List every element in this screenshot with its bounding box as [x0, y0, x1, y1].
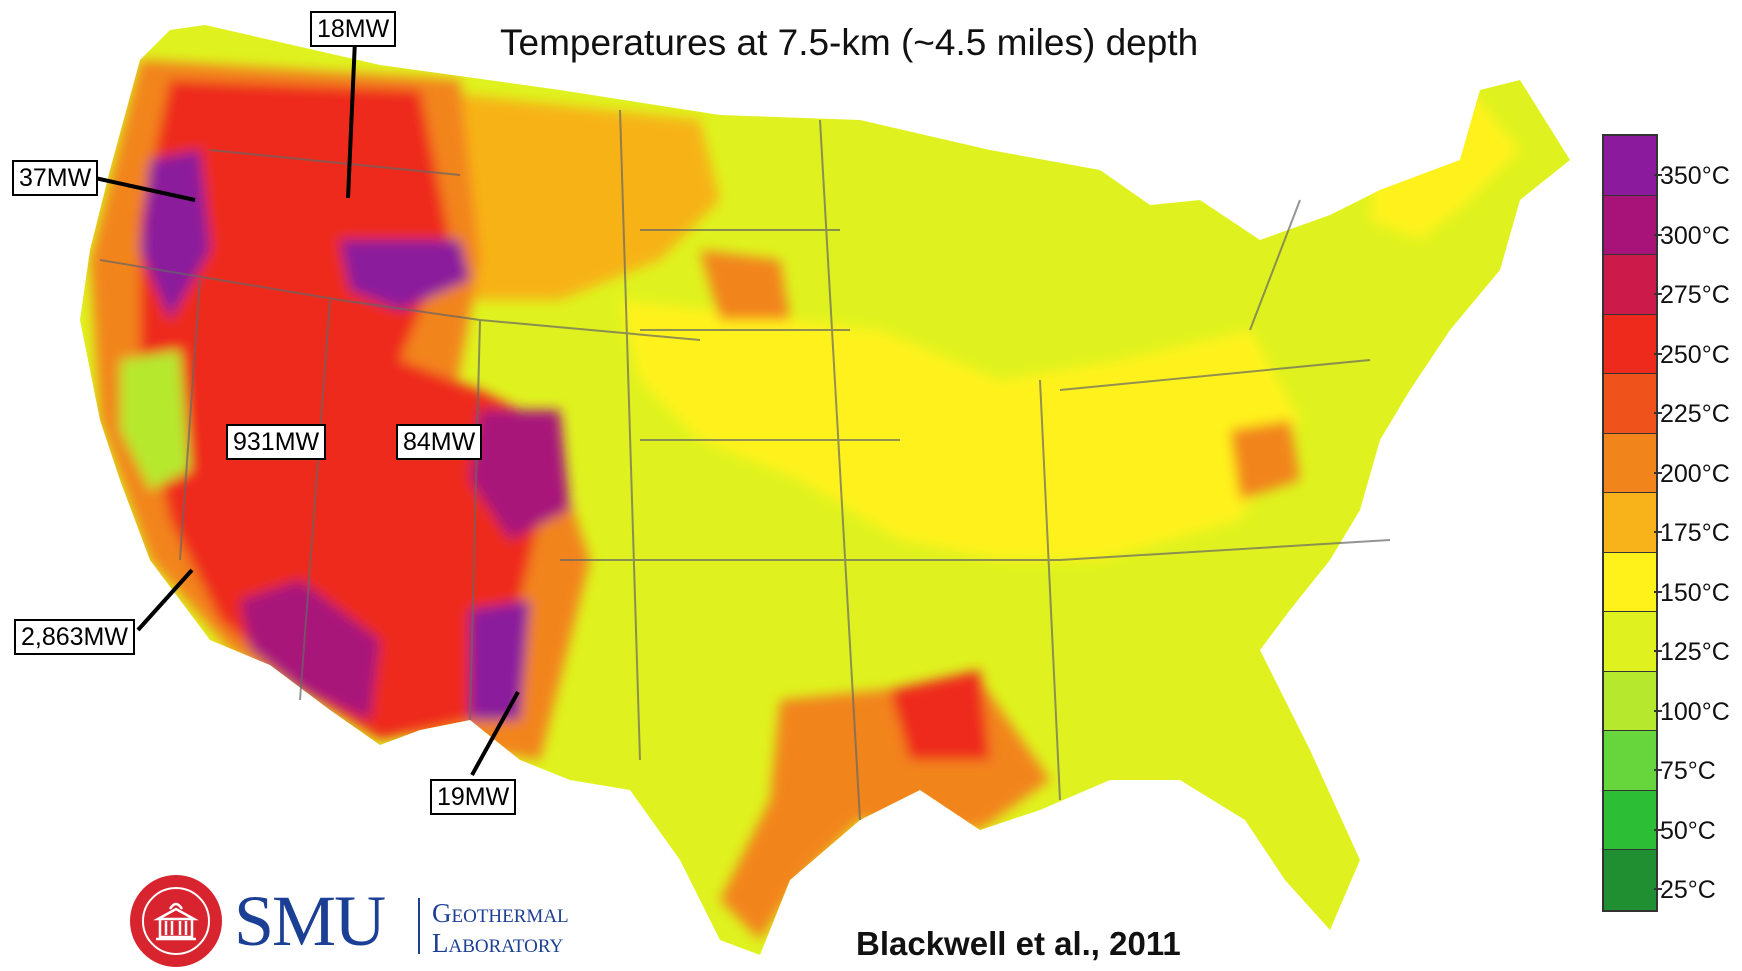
dept-line-1: Geothermal — [432, 898, 569, 928]
logo-divider — [418, 898, 420, 954]
legend-tick — [1654, 828, 1662, 831]
legend-label: 100°C — [1660, 697, 1730, 726]
legend-tick — [1654, 590, 1662, 593]
zone-plains-orange — [420, 90, 720, 300]
zone-hot-yellowstone — [340, 240, 470, 310]
callout-931mw: 931MW — [226, 424, 327, 460]
zone-gulf-red — [890, 670, 990, 760]
legend-swatch — [1604, 731, 1656, 791]
legend-tick — [1654, 888, 1662, 890]
smu-seal-logo — [130, 875, 222, 967]
zone-appalachia-orange — [1230, 420, 1300, 500]
legend-swatch — [1604, 493, 1656, 553]
legend-label: 225°C — [1660, 400, 1730, 428]
legend-swatch — [1604, 314, 1656, 374]
legend-tick — [1654, 650, 1662, 652]
smu-wordmark: SMU — [234, 881, 386, 961]
legend-tick — [1654, 174, 1662, 176]
legend-tick — [1654, 471, 1662, 474]
legend-label: 300°C — [1660, 221, 1730, 250]
dallas-hall-icon — [153, 902, 199, 941]
zone-great-basin-green — [120, 350, 190, 490]
legend-tick — [1654, 352, 1662, 355]
dept-line-2: Laboratory — [432, 928, 564, 958]
legend-label: 125°C — [1660, 638, 1730, 666]
callout-84mw: 84MW — [396, 424, 483, 460]
legend-tick — [1654, 531, 1662, 533]
callout-37mw: 37MW — [12, 160, 99, 196]
legend-swatch — [1604, 136, 1656, 196]
legend-swatch — [1604, 790, 1656, 850]
legend-tick — [1654, 769, 1662, 771]
legend-label: 25°C — [1660, 876, 1716, 904]
legend-label: 75°C — [1660, 757, 1716, 785]
legend-label: 175°C — [1660, 519, 1730, 547]
callout-18mw: 18MW — [310, 11, 397, 47]
zone-hot-newmexico — [470, 600, 530, 720]
callout-2863mw: 2,863MW — [14, 619, 135, 655]
legend-tick — [1654, 293, 1662, 295]
legend-swatch — [1604, 374, 1656, 434]
legend-swatch — [1604, 195, 1656, 255]
legend-swatch — [1604, 433, 1656, 493]
legend-label: 350°C — [1660, 162, 1730, 190]
state-borders — [99, 109, 1391, 821]
legend-label: 200°C — [1660, 459, 1730, 488]
zone-hot-colorado — [470, 410, 570, 540]
legend-label: 150°C — [1660, 578, 1730, 607]
legend-label: 275°C — [1660, 281, 1730, 309]
legend-swatch — [1604, 671, 1656, 731]
legend-swatch — [1604, 255, 1656, 315]
zone-east-yellow — [620, 300, 1300, 560]
zone-oklahoma-orange — [700, 250, 790, 320]
zone-hot-southwest — [240, 580, 380, 720]
legend-tick — [1654, 233, 1662, 236]
legend-swatch — [1604, 552, 1656, 612]
legend-label: 250°C — [1660, 340, 1730, 369]
legend-tick — [1654, 412, 1662, 414]
map-title: Temperatures at 7.5-km (~4.5 miles) dept… — [500, 22, 1199, 63]
legend-tick — [1654, 709, 1662, 712]
callout-19mw: 19MW — [430, 779, 517, 815]
legend-swatch — [1604, 850, 1656, 910]
zone-west-red — [140, 80, 560, 740]
legend-label: 50°C — [1660, 816, 1716, 845]
color-legend — [1602, 134, 1658, 912]
legend-swatch — [1604, 612, 1656, 672]
citation: Blackwell et al., 2011 — [856, 925, 1181, 962]
